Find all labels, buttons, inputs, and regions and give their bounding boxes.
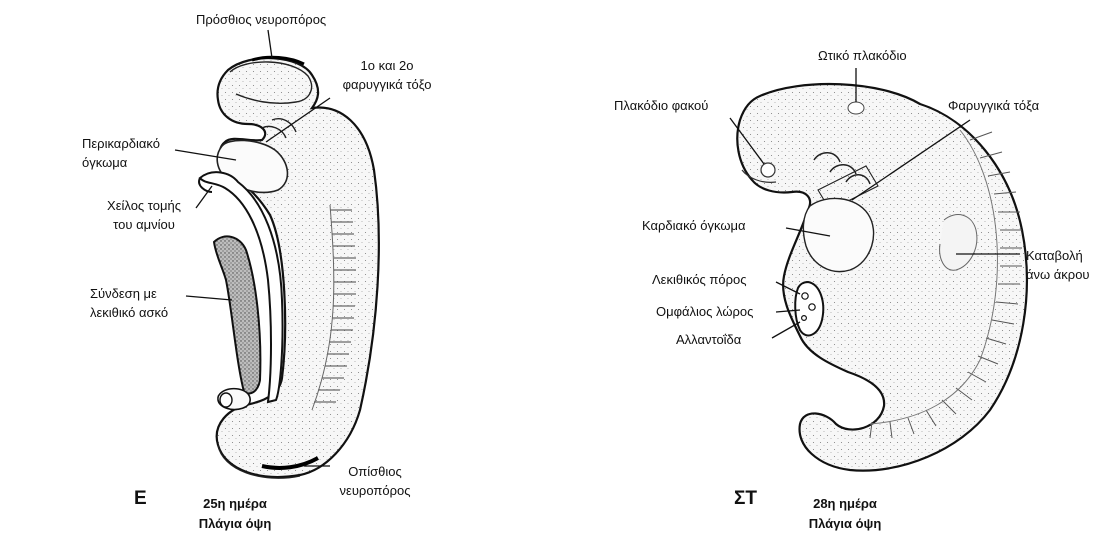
label-upper-limb-bud: Καταβολή άνω άκρου — [1026, 246, 1090, 284]
lens-placode — [761, 163, 775, 177]
caption-e-view: Πλάγια όψη — [190, 514, 280, 534]
label-yolk-sac-connection: Σύνδεση με λεκιθικό ασκό — [90, 284, 168, 322]
label-amnion-cut-edge: Χείλος τομής του αμνίου — [92, 196, 196, 234]
label-posterior-line1: Οπίσθιος — [326, 462, 424, 481]
panel-letter-e: Ε — [134, 488, 147, 510]
embryo-e — [199, 57, 379, 478]
embryo-st-body — [737, 84, 1027, 471]
label-pharyngeal-arches-e-line2: φαρυγγικά τόξο — [312, 75, 462, 94]
label-posterior-neuropore: Οπίσθιος νευροπόρος — [326, 462, 424, 500]
label-amnion-line1: Χείλος τομής — [92, 196, 196, 215]
label-pharyngeal-arches-st: Φαρυγγικά τόξα — [948, 96, 1039, 115]
label-otic-placode: Ωτικό πλακόδιο — [818, 46, 907, 65]
label-limb-line1: Καταβολή — [1026, 246, 1090, 265]
label-yolk-line2: λεκιθικό ασκό — [90, 303, 168, 322]
label-lens-placode: Πλακόδιο φακού — [614, 96, 708, 115]
label-amnion-line2: του αμνίου — [92, 215, 196, 234]
label-limb-line2: άνω άκρου — [1026, 265, 1090, 284]
panel-letter-st: ΣΤ — [734, 488, 757, 510]
label-yolk-line1: Σύνδεση με — [90, 284, 168, 303]
caption-st-day: 28η ημέρα — [800, 494, 890, 514]
heart-bulge — [803, 198, 873, 271]
label-anterior-neuropore: Πρόσθιος νευροπόρος — [196, 10, 326, 29]
caption-e-day: 25η ημέρα — [190, 494, 280, 514]
label-pericardial-line2: όγκωμα — [82, 153, 160, 172]
label-pharyngeal-arches-e: 1ο και 2ο φαρυγγικά τόξο — [312, 56, 462, 94]
label-allantois: Αλλαντοΐδα — [676, 330, 741, 349]
label-pharyngeal-arches-e-line1: 1ο και 2ο — [312, 56, 462, 75]
caption-st: 28η ημέρα Πλάγια όψη — [800, 494, 890, 534]
yolk-sac-connection — [214, 236, 260, 393]
label-vitelline-duct: Λεκιθικός πόρος — [652, 270, 747, 289]
label-posterior-line2: νευροπόρος — [326, 481, 424, 500]
otic-placode — [848, 102, 864, 114]
label-umbilical-cord: Ομφάλιος λώρος — [656, 302, 753, 321]
label-pericardial-line1: Περικαρδιακό — [82, 134, 160, 153]
embryo-st — [737, 84, 1027, 471]
caption-st-view: Πλάγια όψη — [800, 514, 890, 534]
caption-e: 25η ημέρα Πλάγια όψη — [190, 494, 280, 534]
label-heart-bulge: Καρδιακό όγκωμα — [642, 216, 745, 235]
label-pericardial-bulge: Περικαρδιακό όγκωμα — [82, 134, 160, 172]
